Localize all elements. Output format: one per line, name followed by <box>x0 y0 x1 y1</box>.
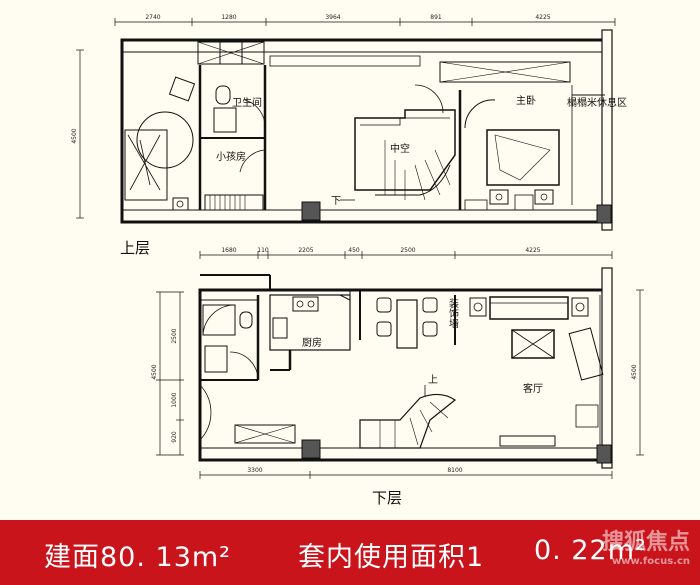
upper-dim-4: 891 <box>430 14 442 21</box>
room-kids: 小孩房 <box>216 150 246 163</box>
upper-dim-2: 1280 <box>221 14 236 21</box>
lower-dim-2: 110 <box>257 247 269 254</box>
watermark: 搜狐焦点 www.focus.cn <box>534 522 694 582</box>
lower-dim-1: 1680 <box>221 247 236 254</box>
upper-floor-plan <box>76 18 616 231</box>
lower-dim-right: 4500 <box>631 364 638 379</box>
lower-dim-left-4: 920 <box>171 431 178 443</box>
lower-dim-bottom-1: 3300 <box>247 467 262 474</box>
area-banner: 建面80. 13m² 套内使用面积1 0. 22m² <box>0 520 700 585</box>
lower-dim-bottom-2: 8100 <box>447 467 462 474</box>
upper-dim-5: 4225 <box>535 14 550 21</box>
room-kitchen: 厨房 <box>302 336 322 349</box>
stair-down-label: 下 <box>331 196 341 207</box>
feature-wall-label: 装饰墙 <box>447 297 459 329</box>
upper-dimensions: 2740 1280 3964 891 4225 4500 <box>71 14 551 144</box>
upper-dim-3: 3964 <box>325 14 340 21</box>
lower-floor-label: 下层 <box>372 489 402 507</box>
room-living: 客厅 <box>523 382 543 395</box>
lower-dim-6: 4225 <box>525 247 540 254</box>
usable-area: 套内使用面积1 <box>298 542 485 573</box>
upper-dim-1: 2740 <box>145 14 160 21</box>
building-area: 建面80. 13m² <box>44 542 232 573</box>
room-void: 中空 <box>390 142 410 155</box>
lower-dim-left-3: 1000 <box>171 392 178 407</box>
lower-dim-4: 450 <box>348 247 360 254</box>
lower-dim-5: 2500 <box>400 247 415 254</box>
room-master: 主卧 <box>516 94 536 107</box>
lower-dim-left-1: 2500 <box>171 328 178 343</box>
lower-dimensions: 1680 110 2205 450 2500 4225 2500 4500 10… <box>151 247 638 474</box>
lower-dim-left-2: 4500 <box>151 364 158 379</box>
lower-dim-3: 2205 <box>298 247 313 254</box>
stair-up-label: 上 <box>428 374 438 386</box>
upper-dim-side: 4500 <box>71 128 78 143</box>
room-tatami: 榻榻米休息区 <box>567 96 627 109</box>
usable-area-tail: 0. 22m² <box>534 535 647 566</box>
upper-floor-label: 上层 <box>120 239 150 257</box>
floor-plan: 2740 1280 3964 891 4225 4500 小孩房 卫生间 中空 … <box>71 14 644 507</box>
room-bathroom: 卫生间 <box>232 96 262 109</box>
watermark-name: 搜狐焦点 <box>601 530 690 555</box>
lower-floor-plan <box>156 251 644 479</box>
watermark-site: www.focus.cn <box>612 556 690 567</box>
